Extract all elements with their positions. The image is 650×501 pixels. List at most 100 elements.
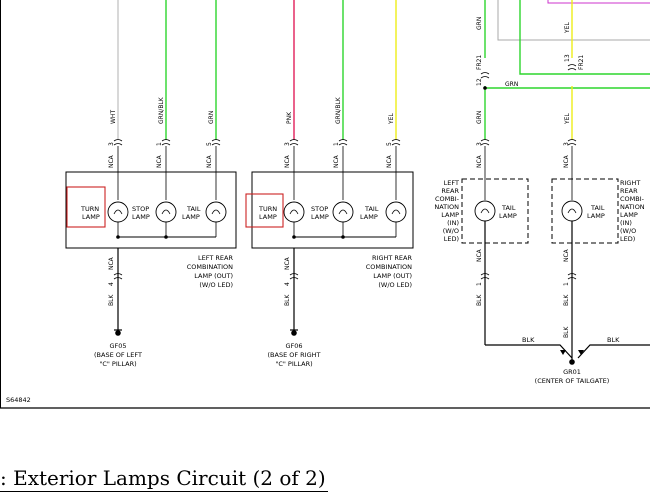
- right-rear-3: LAMP (OUT): [373, 272, 412, 280]
- pin-2a: 3: [284, 142, 291, 146]
- gf05-loc1: (BASE OF LEFT: [94, 351, 142, 359]
- tail-label-2: LAMP: [182, 213, 200, 221]
- pin-4-top: 13: [564, 54, 571, 62]
- highlight-turn-right: [245, 193, 284, 228]
- pin-2c: 5: [386, 142, 393, 146]
- ground-gr01: [569, 359, 575, 365]
- tail-label-l-in-2: LAMP: [499, 212, 517, 220]
- left-rear-4: (W/O LED): [199, 281, 233, 289]
- right-in-5: LAMP: [620, 211, 638, 219]
- label-yel-2: YEL: [388, 113, 395, 125]
- right-in-3: COMBI-: [620, 195, 645, 203]
- ground-gf05: [115, 330, 121, 336]
- left-in-5: LAMP: [441, 211, 459, 219]
- nca-2g: NCA: [284, 256, 291, 270]
- nca-1g: NCA: [108, 256, 115, 270]
- left-in-6: (IN): [447, 219, 459, 227]
- wire-blk-4: BLK: [563, 294, 570, 306]
- bulb-tail-left-in: [474, 200, 496, 222]
- stop-label-1: STOP: [132, 205, 149, 213]
- nca-4a: NCA: [563, 154, 570, 168]
- diagram-id: S64842: [6, 396, 31, 404]
- lamp-box-right-in: [551, 178, 619, 244]
- bulb-tail-right-in: [561, 200, 583, 222]
- left-in-1: LEFT: [444, 179, 459, 187]
- nca-2c: NCA: [386, 154, 393, 168]
- fr21-3: FR21: [476, 55, 483, 70]
- label-grn-3: GRN: [476, 111, 483, 124]
- left-rear-3: LAMP (OUT): [194, 272, 233, 280]
- label-grn-1: GRN: [208, 111, 215, 124]
- bulb-turn-left: [107, 201, 129, 223]
- stop-label-2: LAMP: [132, 213, 150, 221]
- nca-4g: NCA: [563, 248, 570, 262]
- nca-1c: NCA: [206, 154, 213, 168]
- wire-blk-2: BLK: [284, 294, 291, 306]
- tail-label-r2: LAMP: [360, 213, 378, 221]
- pin-2g: 4: [284, 282, 291, 286]
- pin-3-top: 12: [476, 78, 483, 86]
- label-grn-3-top: GRN: [476, 17, 483, 30]
- turn-label-r2: LAMP: [259, 213, 277, 221]
- bulb-turn-right: [283, 201, 305, 223]
- wire-blk-bus-r: BLK: [607, 336, 620, 344]
- pin-2b: 1: [333, 142, 340, 146]
- nca-1b: NCA: [156, 154, 163, 168]
- right-in-4: NATION: [620, 203, 645, 211]
- left-in-7: (W/O: [443, 227, 459, 235]
- gf06-loc1: (BASE OF RIGHT: [268, 351, 321, 359]
- lamp-box-left-in: [461, 178, 529, 244]
- bulb-stop-right: [332, 201, 354, 223]
- pin-4a: 3: [563, 142, 570, 146]
- wire-grn-upper-loop: [519, 0, 650, 75]
- right-rear-1: RIGHT REAR: [372, 254, 412, 262]
- gf06-loc2: "C" PILLAR): [275, 360, 312, 368]
- left-rear-1: LEFT REAR: [198, 254, 233, 262]
- right-in-2: REAR: [620, 187, 638, 195]
- caption-text: : Exterior Lamps Circuit (2 of 2): [0, 466, 328, 492]
- wire-blk-bus-l: BLK: [522, 336, 535, 344]
- right-in-7: (W/O: [620, 227, 636, 235]
- wire-blk-4b: BLK: [563, 326, 570, 338]
- lamp-box-right-rear: [251, 171, 414, 249]
- pin-1g: 4: [108, 282, 115, 286]
- gf05-loc2: "C" PILLAR): [99, 360, 136, 368]
- pin-1b: 1: [156, 142, 163, 146]
- gf05-id: GF05: [109, 342, 126, 350]
- label-grn-branch: GRN: [505, 81, 518, 88]
- bulb-tail-right: [385, 201, 407, 223]
- tail-label-1: TAIL: [186, 205, 201, 213]
- stop-label-r1: STOP: [311, 205, 328, 213]
- left-rear-2: COMBINATION: [187, 263, 233, 271]
- gf06-id: GF06: [285, 342, 302, 350]
- label-wht-1: WHT: [110, 110, 117, 124]
- tail-label-r-in-1: TAIL: [590, 204, 605, 212]
- pin-1a: 3: [108, 142, 115, 146]
- right-in-1: RIGHT: [620, 179, 640, 187]
- pin-3g: 1: [476, 282, 483, 286]
- wire-blk-1: BLK: [108, 294, 115, 306]
- left-in-2: REAR: [441, 187, 459, 195]
- nca-3g: NCA: [476, 248, 483, 262]
- upper-box-magenta: [547, 0, 650, 4]
- wire-blk-3: BLK: [476, 294, 483, 306]
- tail-label-r1: TAIL: [364, 205, 379, 213]
- nca-3a: NCA: [476, 154, 483, 168]
- pin-1c: 5: [206, 142, 213, 146]
- turn-label-2: LAMP: [82, 213, 100, 221]
- bulb-stop-left: [155, 201, 177, 223]
- right-rear-4: (W/O LED): [378, 281, 412, 289]
- label-grn-blk-2: GRN/BLK: [335, 96, 342, 124]
- tail-label-l-in-1: TAIL: [501, 204, 516, 212]
- fr21-4: FR21: [578, 55, 585, 70]
- gr01-loc: (CENTER OF TAILGATE): [535, 377, 610, 385]
- caption: : Exterior Lamps Circuit (2 of 2): [0, 465, 650, 493]
- left-in-4: NATION: [434, 203, 459, 211]
- turn-label-1: TURN: [80, 205, 99, 213]
- stop-label-r2: LAMP: [311, 213, 329, 221]
- lamp-box-left-rear: [65, 171, 237, 249]
- nca-1a: NCA: [108, 154, 115, 168]
- turn-label-r1: TURN: [258, 205, 277, 213]
- gr01-id: GR01: [563, 368, 581, 376]
- label-yel-4-top: YEL: [564, 22, 571, 34]
